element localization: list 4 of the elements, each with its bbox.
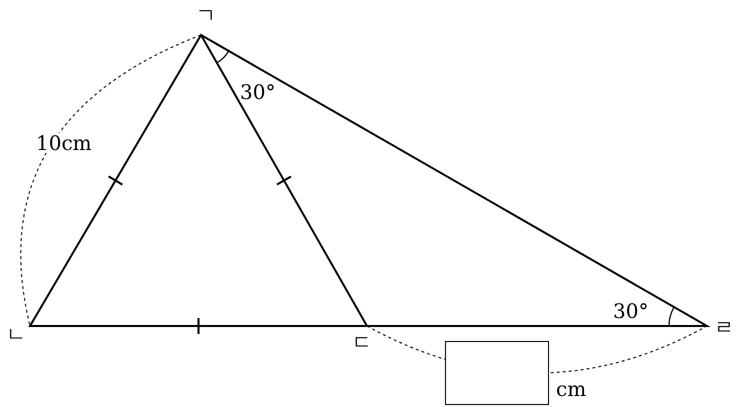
length-label: 10cm (36, 133, 92, 153)
angle-label: 30° (240, 82, 276, 102)
answer-box (445, 341, 549, 405)
angle-label: 30° (613, 301, 648, 321)
